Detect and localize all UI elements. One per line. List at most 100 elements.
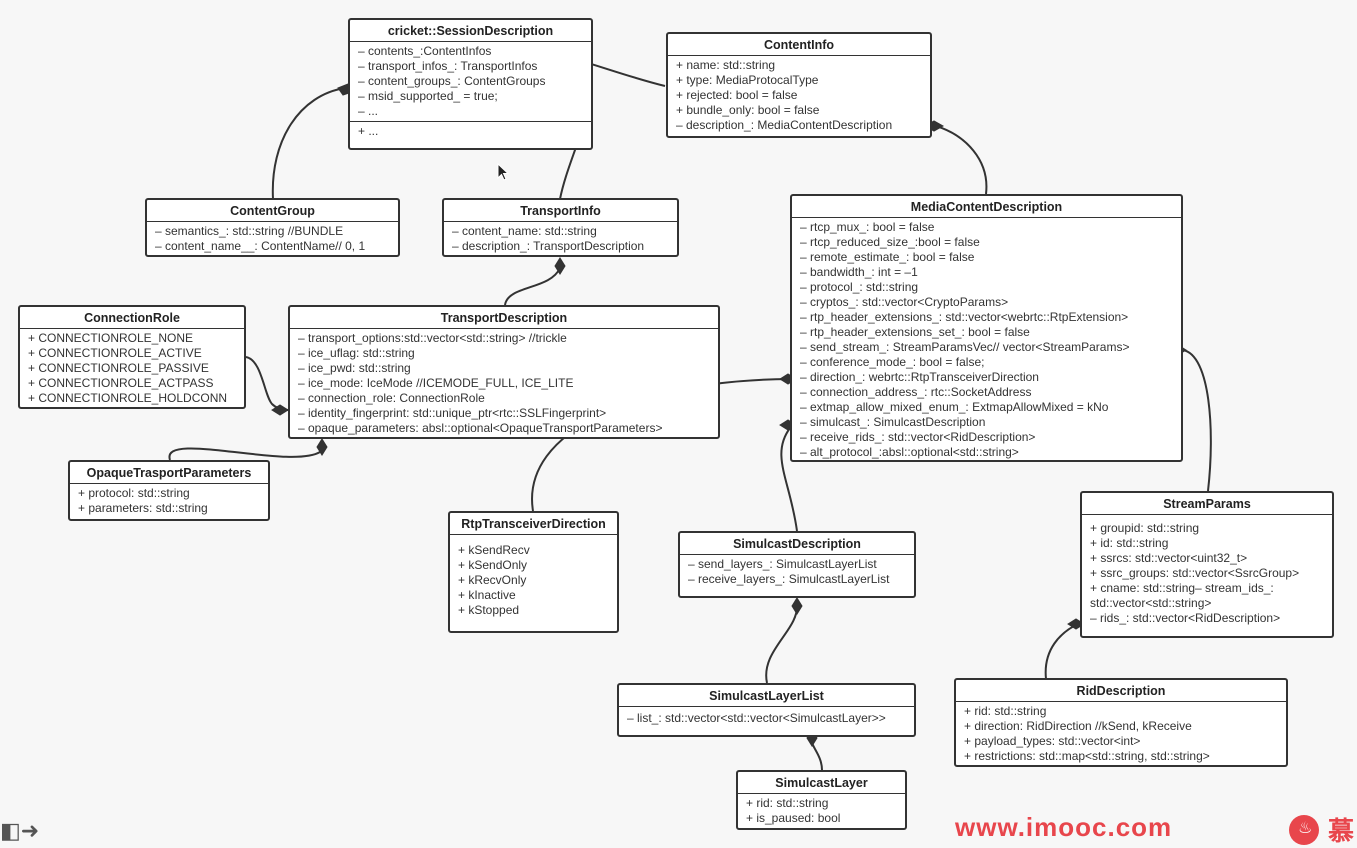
class-title: ConnectionRole: [20, 307, 244, 329]
link-layerlist-simulcast: [765, 602, 799, 684]
link-riddesc-streamparams: [1044, 622, 1081, 680]
method: + ...: [358, 124, 379, 138]
enum-value: + kRecvOnly: [458, 573, 527, 587]
class-title: TransportInfo: [444, 200, 677, 222]
field: – alt_protocol_:absl::optional<std::stri…: [800, 445, 1019, 459]
field: + payload_types: std::vector<int>: [964, 734, 1141, 748]
enum-value: + kSendRecv: [458, 543, 530, 557]
link-contentgroup-session: [271, 87, 346, 200]
field: – ice_mode: IceMode //ICEMODE_FULL, ICE_…: [298, 376, 574, 390]
field: + rid: std::string: [746, 796, 829, 810]
field: – direction_: webrtc::RtpTransceiverDire…: [800, 370, 1039, 384]
nav-arrows-icon[interactable]: ◧➜: [0, 818, 40, 843]
class-content-info: ContentInfo + name: std::string + type: …: [666, 32, 932, 138]
field: + cname: std::string– stream_ids_:: [1090, 581, 1274, 595]
enum-value: + kSendOnly: [458, 558, 528, 572]
field: – extmap_allow_mixed_enum_: ExtmapAllowM…: [800, 400, 1109, 414]
link-opaque-transportdesc: [168, 447, 321, 461]
field: – remote_estimate_: bool = false: [800, 250, 975, 264]
field: + bundle_only: bool = false: [676, 103, 820, 117]
enum-value: + CONNECTIONROLE_HOLDCONN: [28, 391, 228, 405]
enum-value: + CONNECTIONROLE_PASSIVE: [28, 361, 209, 375]
field: – contents_:ContentInfos: [358, 44, 492, 58]
class-title: OpaqueTrasportParameters: [70, 462, 268, 484]
link-transportdesc-transportinfo: [504, 267, 561, 306]
link-streamparams-mediacontent: [1182, 349, 1212, 492]
class-transport-info: TransportInfo – content_name: std::strin…: [442, 198, 679, 257]
field: – rids_: std::vector<RidDescription>: [1090, 611, 1281, 625]
field: + name: std::string: [676, 58, 776, 72]
class-stream-params: StreamParams + groupid: std::string + id…: [1080, 491, 1334, 638]
field: – rtp_header_extensions_set_: bool = fal…: [800, 325, 1030, 339]
field: – receive_layers_: SimulcastLayerList: [688, 572, 890, 586]
field: – transport_options:std::vector<std::str…: [298, 331, 567, 345]
field: std::vector<std::string>: [1090, 596, 1212, 610]
field: + ssrcs: std::vector<uint32_t>: [1090, 551, 1248, 565]
field: + rid: std::string: [964, 704, 1047, 718]
field: – receive_rids_: std::vector<RidDescript…: [800, 430, 1036, 444]
class-title: TransportDescription: [290, 307, 718, 329]
field: – transport_infos_: TransportInfos: [358, 59, 538, 73]
field: + id: std::string: [1090, 536, 1169, 550]
class-title: ContentInfo: [668, 34, 930, 56]
field: – connection_role: ConnectionRole: [298, 391, 485, 405]
field: – msid_supported_ = true;: [358, 89, 498, 103]
class-title: cricket::SessionDescription: [350, 20, 591, 42]
field: – list_: std::vector<std::vector<Simulca…: [627, 711, 886, 725]
field: – identity_fingerprint: std::unique_ptr<…: [298, 406, 607, 420]
field: – ...: [358, 104, 379, 118]
field: – content_name__: ContentName// 0, 1: [155, 239, 366, 253]
watermark: www.imooc.com: [955, 812, 1173, 842]
class-transport-description: TransportDescription – transport_options…: [288, 305, 720, 439]
class-title: SimulcastLayer: [738, 772, 905, 794]
field: + protocol: std::string: [78, 486, 190, 500]
field: – connection_address_: rtc::SocketAddres…: [800, 385, 1032, 399]
enum-value: + CONNECTIONROLE_NONE: [28, 331, 194, 345]
class-content-group: ContentGroup – semantics_: std::string /…: [145, 198, 400, 257]
class-media-content-description: MediaContentDescription – rtcp_mux_: boo…: [790, 194, 1183, 462]
flame-icon: ♨: [1298, 820, 1313, 837]
field: – rtcp_reduced_size_:bool = false: [800, 235, 980, 249]
class-simulcast-layer: SimulcastLayer + rid: std::string + is_p…: [736, 770, 907, 830]
class-opaque-transport-parameters: OpaqueTrasportParameters + protocol: std…: [68, 460, 270, 521]
field: – description_: TransportDescription: [452, 239, 645, 253]
field: – rtp_header_extensions_: std::vector<we…: [800, 310, 1129, 324]
field: + ssrc_groups: std::vector<SsrcGroup>: [1090, 566, 1300, 580]
class-title: SimulcastLayerList: [619, 685, 914, 707]
diamond-simulcast-layers: [791, 597, 803, 615]
class-rid-description: RidDescription + rid: std::string + dire…: [954, 678, 1288, 767]
class-title: SimulcastDescription: [680, 533, 914, 555]
class-title: MediaContentDescription: [792, 196, 1181, 218]
field: – protocol_: std::string: [800, 280, 919, 294]
link-mediacontent-contentinfo: [935, 125, 988, 195]
class-title: RtpTransceiverDirection: [450, 513, 617, 535]
class-session-description: cricket::SessionDescription – contents_:…: [348, 18, 593, 150]
field: – cryptos_: std::vector<CryptoParams>: [800, 295, 1009, 309]
field: – description_: MediaContentDescription: [676, 118, 893, 132]
field: – content_name: std::string: [452, 224, 597, 238]
field: – rtcp_mux_: bool = false: [800, 220, 935, 234]
class-simulcast-layer-list: SimulcastLayerList – list_: std::vector<…: [617, 683, 916, 737]
field: + rejected: bool = false: [676, 88, 798, 102]
link-connectionrole-transportdesc: [245, 356, 289, 411]
class-simulcast-description: SimulcastDescription – send_layers_: Sim…: [678, 531, 916, 598]
field: – semantics_: std::string //BUNDLE: [155, 224, 344, 238]
enum-value: + CONNECTIONROLE_ACTIVE: [28, 346, 202, 360]
class-title: ContentGroup: [147, 200, 398, 222]
link-layer-layerlist: [810, 739, 823, 771]
logo-char: 慕: [1328, 816, 1355, 846]
field: + groupid: std::string: [1090, 521, 1200, 535]
arrow-cursor-icon: [497, 163, 509, 181]
field: – bandwidth_: int = –1: [800, 265, 918, 279]
field: + direction: RidDirection //kSend, kRece…: [964, 719, 1192, 733]
diamond-transportdesc-opaque: [316, 438, 328, 456]
field: – opaque_parameters: absl::optional<Opaq…: [298, 421, 663, 435]
field: – ice_pwd: std::string: [298, 361, 411, 375]
field: + restrictions: std::map<std::string, st…: [964, 749, 1210, 763]
field: – conference_mode_: bool = false;: [800, 355, 985, 369]
class-title: StreamParams: [1082, 493, 1332, 515]
enum-value: + kInactive: [458, 588, 516, 602]
field: – send_stream_: StreamParamsVec// vector…: [800, 340, 1130, 354]
enum-value: + CONNECTIONROLE_ACTPASS: [28, 376, 214, 390]
